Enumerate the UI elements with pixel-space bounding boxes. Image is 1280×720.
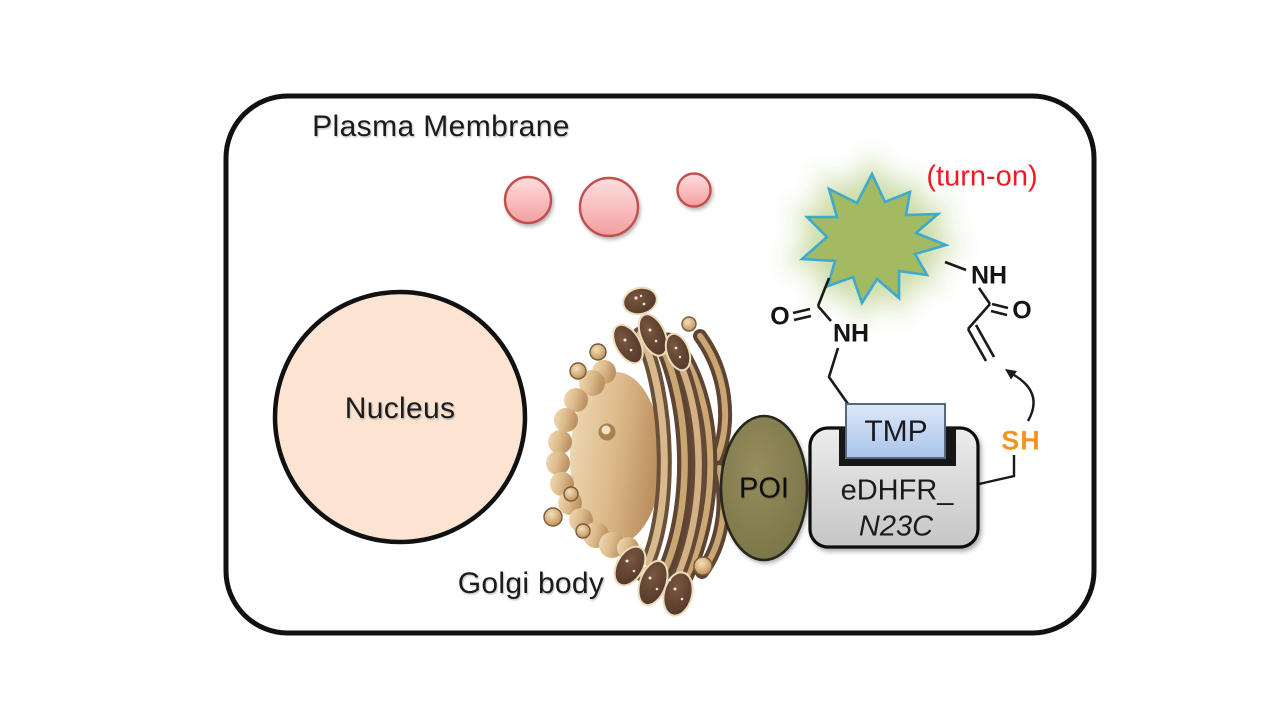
nucleus-label: Nucleus — [344, 392, 456, 425]
poi-shape — [719, 414, 809, 562]
pink-vesicle-icon — [578, 176, 640, 238]
chem-nh-right-label: NH — [970, 261, 1008, 290]
chem-o-right-label: O — [1012, 296, 1032, 325]
golgi-body-icon — [543, 286, 733, 617]
pink-vesicle-icons — [503, 172, 712, 238]
curved-arrow-icon — [1005, 369, 1035, 422]
starburst-shape — [798, 171, 950, 306]
golgi-body-label: Golgi body — [457, 567, 605, 600]
chemical-bonds — [792, 260, 1009, 405]
chem-o-left-label: O — [770, 302, 790, 331]
plasma-membrane-label: Plasma Membrane — [312, 110, 570, 143]
tmp-label: TMP — [864, 415, 928, 448]
turn-on-label: (turn-on) — [926, 160, 1038, 193]
poi-label: POI — [739, 472, 789, 505]
sh-label: SH — [1001, 425, 1041, 456]
edhfr-label-line1: eDHFR_ — [840, 474, 954, 507]
edhfr-label-line2: N23C — [858, 510, 934, 543]
sh-linker-line — [978, 455, 1016, 486]
pink-vesicle-icon — [676, 172, 712, 208]
pink-vesicle-icon — [503, 175, 553, 225]
chem-nh-left-label: NH — [832, 319, 870, 348]
tmp-box — [845, 403, 946, 459]
nucleus-shape — [272, 289, 528, 545]
